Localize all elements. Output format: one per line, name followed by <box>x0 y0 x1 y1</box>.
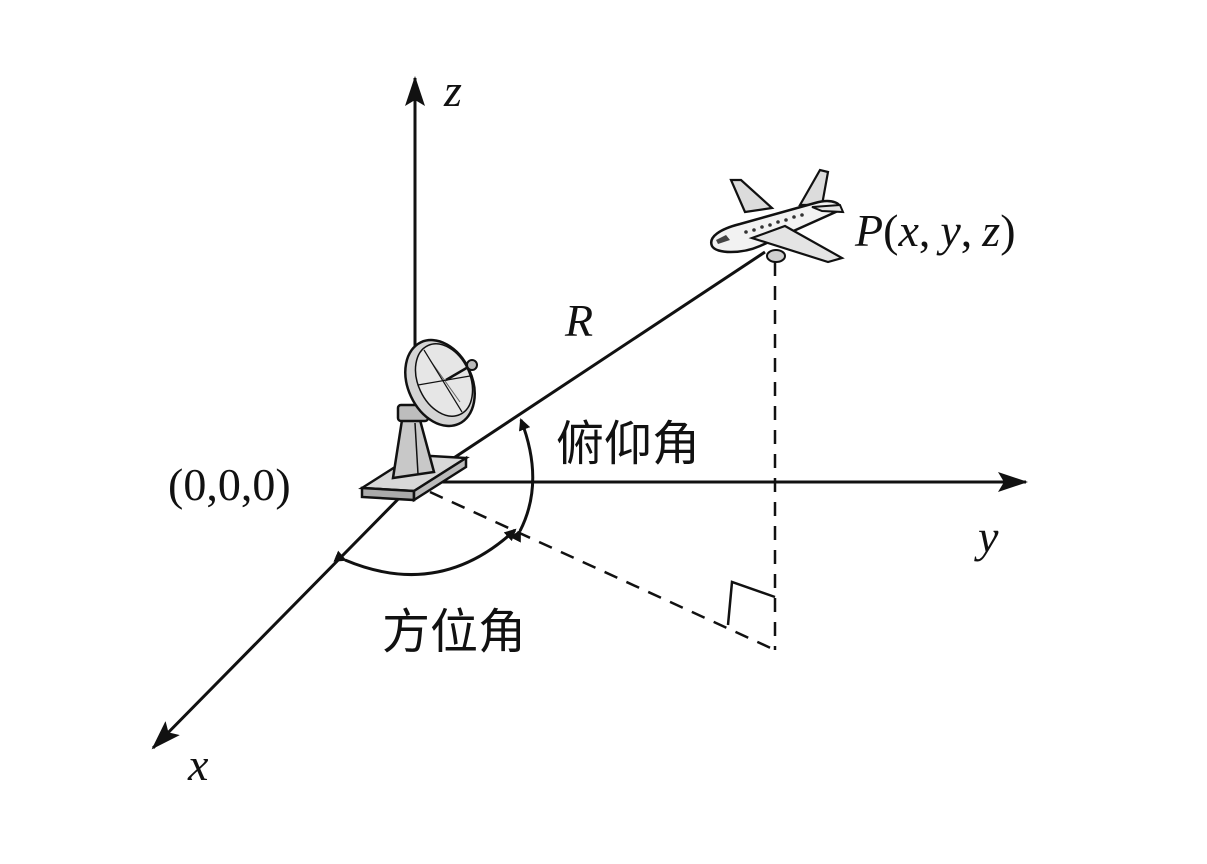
right-angle-marker <box>726 580 776 626</box>
azimuth-angle-label: 方位角 <box>382 604 526 660</box>
z-axis-label: z <box>443 65 462 116</box>
target-x: x <box>897 205 919 256</box>
target-z: z <box>981 205 1000 256</box>
target-name: P <box>854 205 883 256</box>
radar-dish-icon <box>358 338 478 503</box>
target-point-label: P(x,y,z) <box>854 205 1016 256</box>
elevation-arc <box>510 418 535 543</box>
target-y: y <box>936 205 961 256</box>
x-axis-label: x <box>187 739 209 790</box>
target-comma-2: , <box>961 205 973 256</box>
range-label: R <box>564 295 593 346</box>
elevation-angle-label: 俯仰角 <box>556 416 700 472</box>
origin-label: (0,0,0) <box>168 459 291 510</box>
target-comma-1: , <box>919 205 931 256</box>
airplane-icon <box>710 168 845 264</box>
range-line <box>427 250 766 477</box>
azimuth-arc <box>333 528 517 577</box>
target-close-paren: ) <box>1000 205 1015 256</box>
x-axis <box>151 480 417 750</box>
target-open-paren: ( <box>883 205 898 256</box>
projection-ground <box>429 490 776 652</box>
y-axis-label: y <box>974 511 999 562</box>
